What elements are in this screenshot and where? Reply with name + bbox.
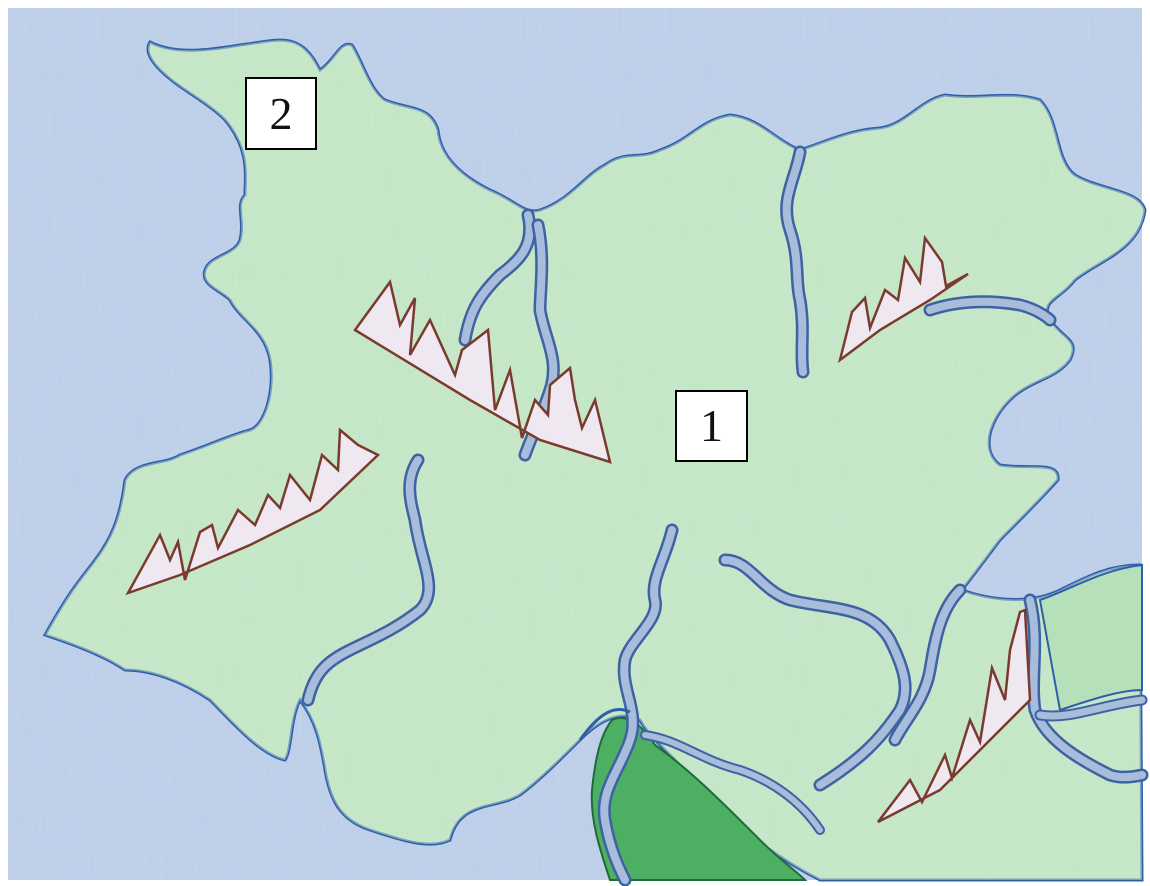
river-far-east-fill — [1026, 596, 1146, 782]
river-network — [301, 145, 1149, 886]
river-southeast-a-fill — [721, 556, 910, 789]
river-northeast-fill — [782, 148, 807, 376]
coastline — [578, 707, 631, 741]
river-west-fill — [304, 456, 433, 704]
mountain-icon — [837, 234, 969, 364]
river-central-fill — [600, 526, 676, 884]
mountain-ranges — [125, 234, 1032, 824]
mountain-icon — [877, 608, 1032, 824]
river-far-east-branch-fill — [1036, 696, 1146, 720]
lowland-valley — [590, 717, 808, 881]
river-north-a-fill — [461, 211, 534, 344]
region-label-2: 2 — [245, 77, 317, 150]
river-southeast-b-fill — [891, 586, 964, 744]
mountain-icon — [125, 427, 381, 596]
region-label-1: 1 — [675, 390, 748, 462]
river-valley-branch-fill — [642, 732, 823, 833]
mountain-icon — [353, 279, 612, 464]
river-east-fill — [926, 297, 1054, 324]
island-east — [1038, 563, 1143, 712]
